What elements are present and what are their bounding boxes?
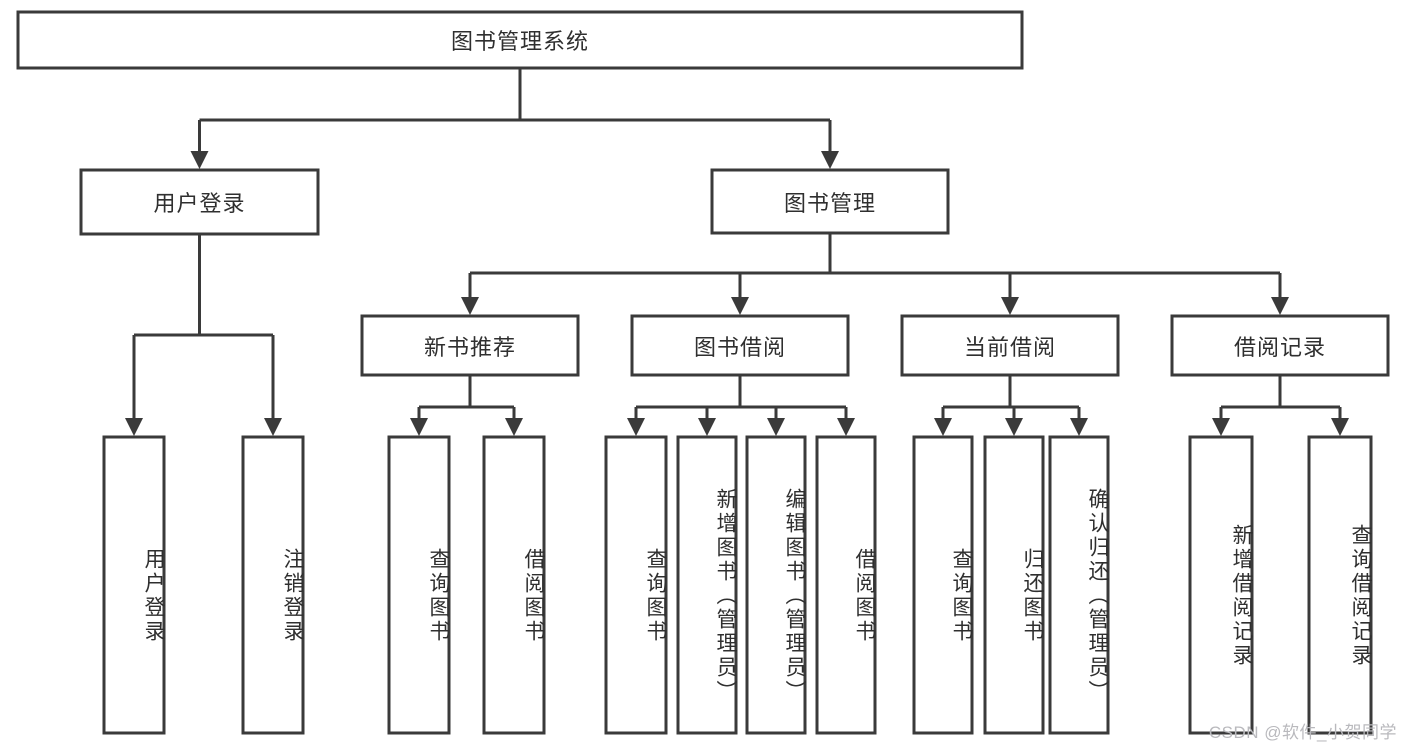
- node-leaf-2[interactable]: [387, 435, 451, 735]
- connectors-layer: [125, 68, 1349, 436]
- node-leaf-1[interactable]: [241, 435, 305, 735]
- watermark-text: CSDN @软件_小贺同学: [1208, 723, 1397, 742]
- node-leaf-0[interactable]: [102, 435, 166, 735]
- node-leaf-7[interactable]: [815, 435, 877, 735]
- node-leaf-5[interactable]: [676, 435, 738, 735]
- node-leaf-10[interactable]: [1048, 435, 1110, 735]
- boxes-layer: [16, 10, 1390, 735]
- node-level3-2[interactable]: [900, 314, 1120, 377]
- node-level2-0[interactable]: [79, 168, 320, 236]
- node-leaf-9[interactable]: [983, 435, 1045, 735]
- node-leaf-6[interactable]: [745, 435, 807, 735]
- node-level2-1[interactable]: [710, 168, 950, 235]
- node-leaf-3[interactable]: [482, 435, 546, 735]
- node-leaf-8[interactable]: [912, 435, 974, 735]
- node-level3-1[interactable]: [630, 314, 850, 377]
- node-leaf-4[interactable]: [604, 435, 668, 735]
- node-leaf-12[interactable]: [1307, 435, 1373, 735]
- node-leaf-11[interactable]: [1188, 435, 1254, 735]
- node-level3-0[interactable]: [360, 314, 580, 377]
- node-root-图书管理系统[interactable]: [16, 10, 1024, 70]
- node-level3-3[interactable]: [1170, 314, 1390, 377]
